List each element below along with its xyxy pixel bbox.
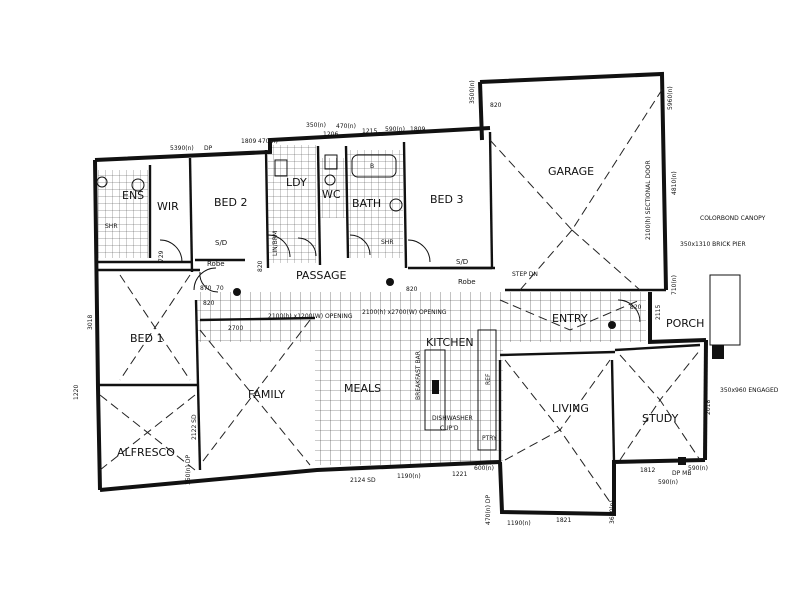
dim-3500: 3500(n) xyxy=(469,80,476,104)
dim-1221: 1221 xyxy=(452,471,467,478)
label-sd-bed2: S/D xyxy=(215,239,227,247)
dim-350dp: 350(n) DP xyxy=(185,455,192,485)
room-wir: WIR xyxy=(157,200,179,213)
label-cupd: CUP'D xyxy=(440,425,459,432)
room-wc: WC xyxy=(322,188,341,201)
dimension-labels: 5390(n) DP 1809 470(n) 350(n) 1206 470(n… xyxy=(73,80,712,527)
dim-350n: 350(n) xyxy=(306,122,326,129)
annotation-labels: S/D Robe S/D Robe LIN/BRM SHR SHR STEP D… xyxy=(105,160,779,442)
room-study: STUDY xyxy=(642,412,679,425)
room-garage: GARAGE xyxy=(548,165,594,178)
dim-1215: 1215 xyxy=(362,128,377,135)
room-bed2: BED 2 xyxy=(214,196,247,209)
room-bed3: BED 3 xyxy=(430,193,463,206)
room-porch: PORCH xyxy=(666,317,704,330)
dim-470a: 470(n) xyxy=(258,138,278,145)
dim-70: 70 xyxy=(216,285,224,292)
dim-870: 870 xyxy=(200,285,212,292)
dim-1190b: 1190(n) xyxy=(507,520,531,527)
room-ldy: LDY xyxy=(286,176,307,189)
label-dishwasher: DISHWASHER xyxy=(432,415,473,422)
dim-1821: 1821 xyxy=(556,517,571,524)
dim-470b: 470(n) xyxy=(336,123,356,130)
label-opening2: 2100(h) x2700(W) OPENING xyxy=(362,309,447,316)
dim-1809a: 1809 xyxy=(241,138,256,145)
dim-3650: 3650(n) xyxy=(609,500,616,524)
label-opening1: 2100(h) x1200(W) OPENING xyxy=(268,313,353,320)
dim-2124: 2124 SD xyxy=(350,477,376,484)
dim-590c: 590(n) xyxy=(688,465,708,472)
room-labels: GARAGE BED 1 BED 2 BED 3 ENS WIR LDY WC … xyxy=(117,165,704,459)
dim-820b: 820 xyxy=(257,260,264,272)
dim-2122: 2122 SD xyxy=(191,414,198,440)
room-kitchen: KITCHEN xyxy=(426,336,474,349)
dim-820e: 820 xyxy=(630,304,642,311)
dim-590: 590(n) xyxy=(385,126,405,133)
label-sd-bed3: S/D xyxy=(456,258,468,266)
dim-820d: 820 xyxy=(203,300,215,307)
room-ens: ENS xyxy=(122,189,144,202)
label-shr-ens: SHR xyxy=(105,223,118,230)
room-entry: ENTRY xyxy=(552,312,588,325)
light-symbols xyxy=(233,278,616,329)
dim-5960: 5960(n) xyxy=(667,86,674,110)
label-breakfast-bar: BREAKFAST BAR xyxy=(415,351,422,400)
roof-lines xyxy=(99,84,701,506)
dim-1206: 1206 xyxy=(323,131,338,138)
label-ref: REF xyxy=(485,373,492,385)
label-robe-bed2: Robe xyxy=(207,260,225,268)
label-sectional-door: 2100(h) SECTIONAL DOOR xyxy=(645,160,652,240)
label-step-dn: STEP DN xyxy=(512,271,538,278)
label-shr-bath: SHR xyxy=(381,239,394,246)
label-pantry: PTRY xyxy=(482,435,497,442)
dim-1190a: 1190(n) xyxy=(397,473,421,480)
dim-600: 600(n) xyxy=(474,465,494,472)
tiled-floor xyxy=(98,145,646,465)
room-living: LIVING xyxy=(552,402,589,415)
room-passage: PASSAGE xyxy=(296,269,346,282)
dim-mb: DP MB xyxy=(672,470,691,477)
room-family: FAMILY xyxy=(248,388,285,401)
room-meals: MEALS xyxy=(344,382,381,395)
dim-1809b: 1809 xyxy=(410,126,425,133)
room-bath: BATH xyxy=(352,197,381,210)
dim-590b: 590(n) xyxy=(658,479,678,486)
dim-820c: 820 xyxy=(406,286,418,293)
fixtures: B xyxy=(96,154,741,465)
dim-2115: 2115 xyxy=(655,305,662,320)
outer-walls xyxy=(93,71,708,517)
svg-text:B: B xyxy=(370,163,374,170)
room-alfresco: ALFRESCO xyxy=(117,446,175,459)
interior-walls xyxy=(98,131,701,471)
label-engaged: 350x960 ENGAGED xyxy=(720,387,779,394)
dim-4810: 4810(n) xyxy=(671,171,678,195)
label-robe-bed3: Robe xyxy=(458,278,476,286)
dim-5390: 5390(n) xyxy=(170,145,194,152)
doors xyxy=(159,234,641,323)
dim-2700: 2700 xyxy=(228,325,243,332)
dim-3018: 3018 xyxy=(87,315,94,330)
dim-dp1: DP xyxy=(204,145,213,152)
room-bed1: BED 1 xyxy=(130,332,163,345)
dim-470dp: 470(n) DP xyxy=(485,495,492,525)
dim-830dp: 1220 xyxy=(73,385,80,400)
dim-1812: 1812 xyxy=(640,467,655,474)
dim-729: 729 xyxy=(158,250,165,262)
dim-820a: 820 xyxy=(490,102,502,109)
label-colorbond: COLORBOND CANOPY xyxy=(700,215,766,222)
dim-2018: 2018 xyxy=(705,400,712,415)
label-lin-brm: LIN/BRM xyxy=(272,231,279,256)
label-brick-pier: 350x1310 BRICK PIER xyxy=(680,241,746,248)
dim-710: 710(n) xyxy=(671,275,678,295)
